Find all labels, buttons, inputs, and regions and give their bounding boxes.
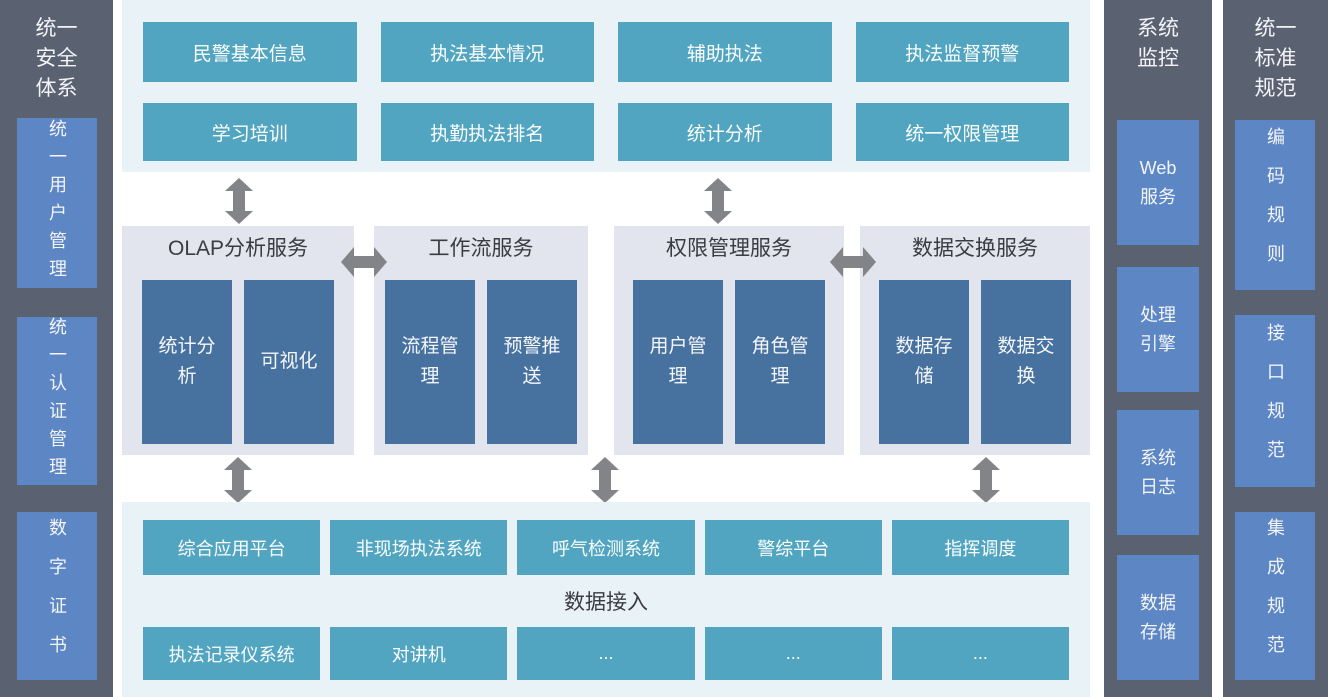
top-panel-row-1: 民警基本信息 执法基本情况 辅助执法 执法监督预警 bbox=[122, 22, 1090, 82]
app-box-assist-enforcement: 辅助执法 bbox=[618, 22, 832, 82]
service-box-label: 统计分析 bbox=[158, 336, 216, 387]
standards-item-label: 接口规范 bbox=[1265, 323, 1285, 479]
standards-item-label: 集成规范 bbox=[1265, 518, 1285, 674]
service-box-warning-push: 预警推送 bbox=[487, 280, 577, 444]
app-box-statistics: 统计分析 bbox=[618, 103, 832, 161]
service-group-boxes: 流程管理 预警推送 bbox=[374, 280, 588, 444]
service-group-workflow: 工作流服务 流程管理 预警推送 bbox=[374, 226, 588, 455]
service-box-statistical-analysis: 统计分析 bbox=[142, 280, 232, 444]
service-box-process-management: 流程管理 bbox=[385, 280, 475, 444]
service-box-label: 流程管理 bbox=[401, 336, 459, 387]
bottom-panel-row-2: 执法记录仪系统 对讲机 ... ... ... bbox=[122, 627, 1090, 680]
double-arrow-vertical-icon bbox=[591, 457, 619, 503]
monitor-item-data-storage: 数据存储 bbox=[1117, 555, 1199, 680]
monitor-item-processing-engine: 处理引擎 bbox=[1117, 267, 1199, 392]
source-box-ellipsis: ... bbox=[517, 627, 695, 680]
sidebar-item-label: 统一用户管理 bbox=[47, 119, 67, 287]
left-sidebar-title: 统一安全体系 bbox=[35, 17, 78, 100]
service-box-user-management: 用户管理 bbox=[633, 280, 723, 444]
bottom-panel-row-1: 综合应用平台 非现场执法系统 呼气检测系统 警综平台 指挥调度 bbox=[122, 520, 1090, 575]
sidebar-item-auth-management: 统一认证管理 bbox=[17, 317, 97, 485]
source-box-intercom: 对讲机 bbox=[330, 627, 508, 680]
app-box-supervision-warning: 执法监督预警 bbox=[855, 22, 1069, 82]
service-group-boxes: 数据存储 数据交换 bbox=[860, 280, 1090, 444]
service-group-title: 数据交换服务 bbox=[912, 237, 1038, 260]
app-box-permission-management: 统一权限管理 bbox=[855, 103, 1069, 161]
app-box-duty-ranking: 执勤执法排名 bbox=[380, 103, 594, 161]
app-box-enforcement-basic: 执法基本情况 bbox=[380, 22, 594, 82]
source-box-breath-test: 呼气检测系统 bbox=[517, 520, 695, 575]
sidebar-item-user-management: 统一用户管理 bbox=[17, 118, 97, 288]
top-application-panel: 民警基本信息 执法基本情况 辅助执法 执法监督预警 学习培训 执勤执法排名 统计… bbox=[122, 0, 1090, 172]
sidebar-item-label: 统一认证管理 bbox=[47, 317, 67, 485]
double-arrow-vertical-icon bbox=[225, 178, 253, 224]
left-sidebar-security: 统一安全体系 统一用户管理 统一认证管理 数字证书 bbox=[0, 0, 113, 697]
service-box-data-exchange: 数据交换 bbox=[981, 280, 1071, 444]
service-box-label: 用户管理 bbox=[649, 336, 707, 387]
service-box-label: 预警推送 bbox=[503, 336, 561, 387]
service-box-data-storage: 数据存储 bbox=[879, 280, 969, 444]
source-box-body-camera: 执法记录仪系统 bbox=[143, 627, 321, 680]
double-arrow-vertical-icon bbox=[704, 178, 732, 224]
source-box-integrated-platform: 综合应用平台 bbox=[143, 520, 321, 575]
standards-item-label: 编码规则 bbox=[1265, 127, 1285, 283]
monitor-item-label: 系统日志 bbox=[1140, 447, 1176, 497]
double-arrow-horizontal-icon bbox=[830, 247, 876, 277]
standards-item-interface-spec: 接口规范 bbox=[1235, 315, 1315, 487]
monitor-item-web-service: Web服务 bbox=[1117, 120, 1199, 245]
bottom-data-panel: 综合应用平台 非现场执法系统 呼气检测系统 警综平台 指挥调度 数据接入 执法记… bbox=[122, 502, 1090, 697]
app-box-police-basic-info: 民警基本信息 bbox=[143, 22, 357, 82]
service-group-permission: 权限管理服务 用户管理 角色管理 bbox=[614, 226, 844, 455]
source-box-command-dispatch: 指挥调度 bbox=[891, 520, 1070, 575]
sidebar-item-digital-certificate: 数字证书 bbox=[17, 512, 97, 680]
top-panel-row-2: 学习培训 执勤执法排名 统计分析 统一权限管理 bbox=[122, 103, 1090, 161]
double-arrow-vertical-icon bbox=[224, 457, 252, 503]
source-box-ellipsis: ... bbox=[704, 627, 882, 680]
monitor-item-system-log: 系统日志 bbox=[1117, 410, 1199, 535]
service-box-label: 数据存储 bbox=[895, 336, 953, 387]
service-group-title: 工作流服务 bbox=[428, 237, 534, 260]
service-box-visualization: 可视化 bbox=[244, 280, 334, 444]
service-group-boxes: 统计分析 可视化 bbox=[122, 280, 354, 444]
monitor-column: 系统监控 Web服务 处理引擎 系统日志 数据存储 bbox=[1104, 0, 1212, 697]
service-box-role-management: 角色管理 bbox=[735, 280, 825, 444]
monitor-item-label: 数据存储 bbox=[1140, 592, 1176, 642]
app-box-training: 学习培训 bbox=[143, 103, 357, 161]
service-box-label: 数据交换 bbox=[997, 336, 1055, 387]
monitor-item-label: Web服务 bbox=[1139, 157, 1177, 207]
sidebar-item-label: 数字证书 bbox=[47, 518, 67, 674]
service-box-label: 可视化 bbox=[260, 351, 318, 372]
source-box-ellipsis: ... bbox=[891, 627, 1070, 680]
service-box-label: 角色管理 bbox=[751, 336, 809, 387]
monitor-column-title: 系统监控 bbox=[1137, 17, 1179, 70]
service-group-title: 权限管理服务 bbox=[666, 237, 792, 260]
service-group-boxes: 用户管理 角色管理 bbox=[614, 280, 844, 444]
service-group-title: OLAP分析服务 bbox=[167, 237, 309, 260]
standards-column-title: 统一标准规范 bbox=[1254, 17, 1297, 100]
monitor-item-label: 处理引擎 bbox=[1140, 304, 1176, 354]
standards-item-coding-rules: 编码规则 bbox=[1235, 120, 1315, 290]
double-arrow-horizontal-icon bbox=[341, 247, 387, 277]
double-arrow-vertical-icon bbox=[972, 457, 1000, 503]
source-box-police-platform: 警综平台 bbox=[704, 520, 882, 575]
standards-item-integration-spec: 集成规范 bbox=[1235, 512, 1315, 680]
service-group-olap: OLAP分析服务 统计分析 可视化 bbox=[122, 226, 354, 455]
standards-column: 统一标准规范 编码规则 接口规范 集成规范 bbox=[1223, 0, 1328, 697]
source-box-offsite-enforcement: 非现场执法系统 bbox=[330, 520, 508, 575]
data-access-label: 数据接入 bbox=[564, 591, 648, 614]
service-group-data-exchange: 数据交换服务 数据存储 数据交换 bbox=[860, 226, 1090, 455]
